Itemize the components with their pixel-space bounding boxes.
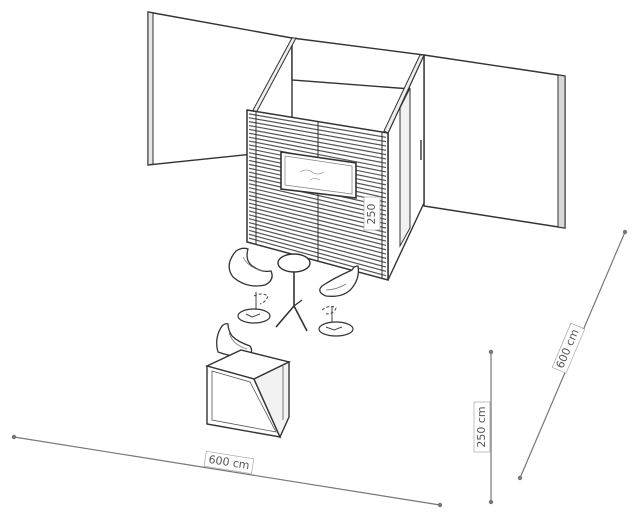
right-chair [318, 265, 360, 337]
width-label: 600 cm [208, 453, 251, 472]
width-dimension: 600 cm [11, 434, 443, 508]
height-dimension: 250 cm [473, 349, 494, 505]
booth-window-inner [284, 155, 353, 195]
depth-label: 600 cm [553, 327, 581, 370]
counter-cabinet [204, 349, 292, 439]
back-wall-right-edge [557, 74, 566, 229]
back-wall-left-edge [147, 11, 154, 166]
bistro-table-top [277, 253, 311, 273]
window-reflection [299, 169, 325, 181]
back-wall-center [291, 37, 425, 91]
depth-dimension: 600 cm [517, 229, 628, 481]
booth-height-label: 250 [365, 204, 378, 225]
left-chair [228, 247, 273, 324]
back-wall-right [423, 54, 566, 229]
bistro-table-leg-1 [275, 305, 295, 328]
bistro-table-leg-3 [293, 299, 303, 307]
height-label: 250 cm [475, 406, 488, 447]
booth-height-tag-bg [363, 196, 381, 231]
bistro-table-leg-2 [293, 305, 308, 332]
counter-chair [216, 323, 253, 358]
booth-side-trim [399, 87, 411, 248]
